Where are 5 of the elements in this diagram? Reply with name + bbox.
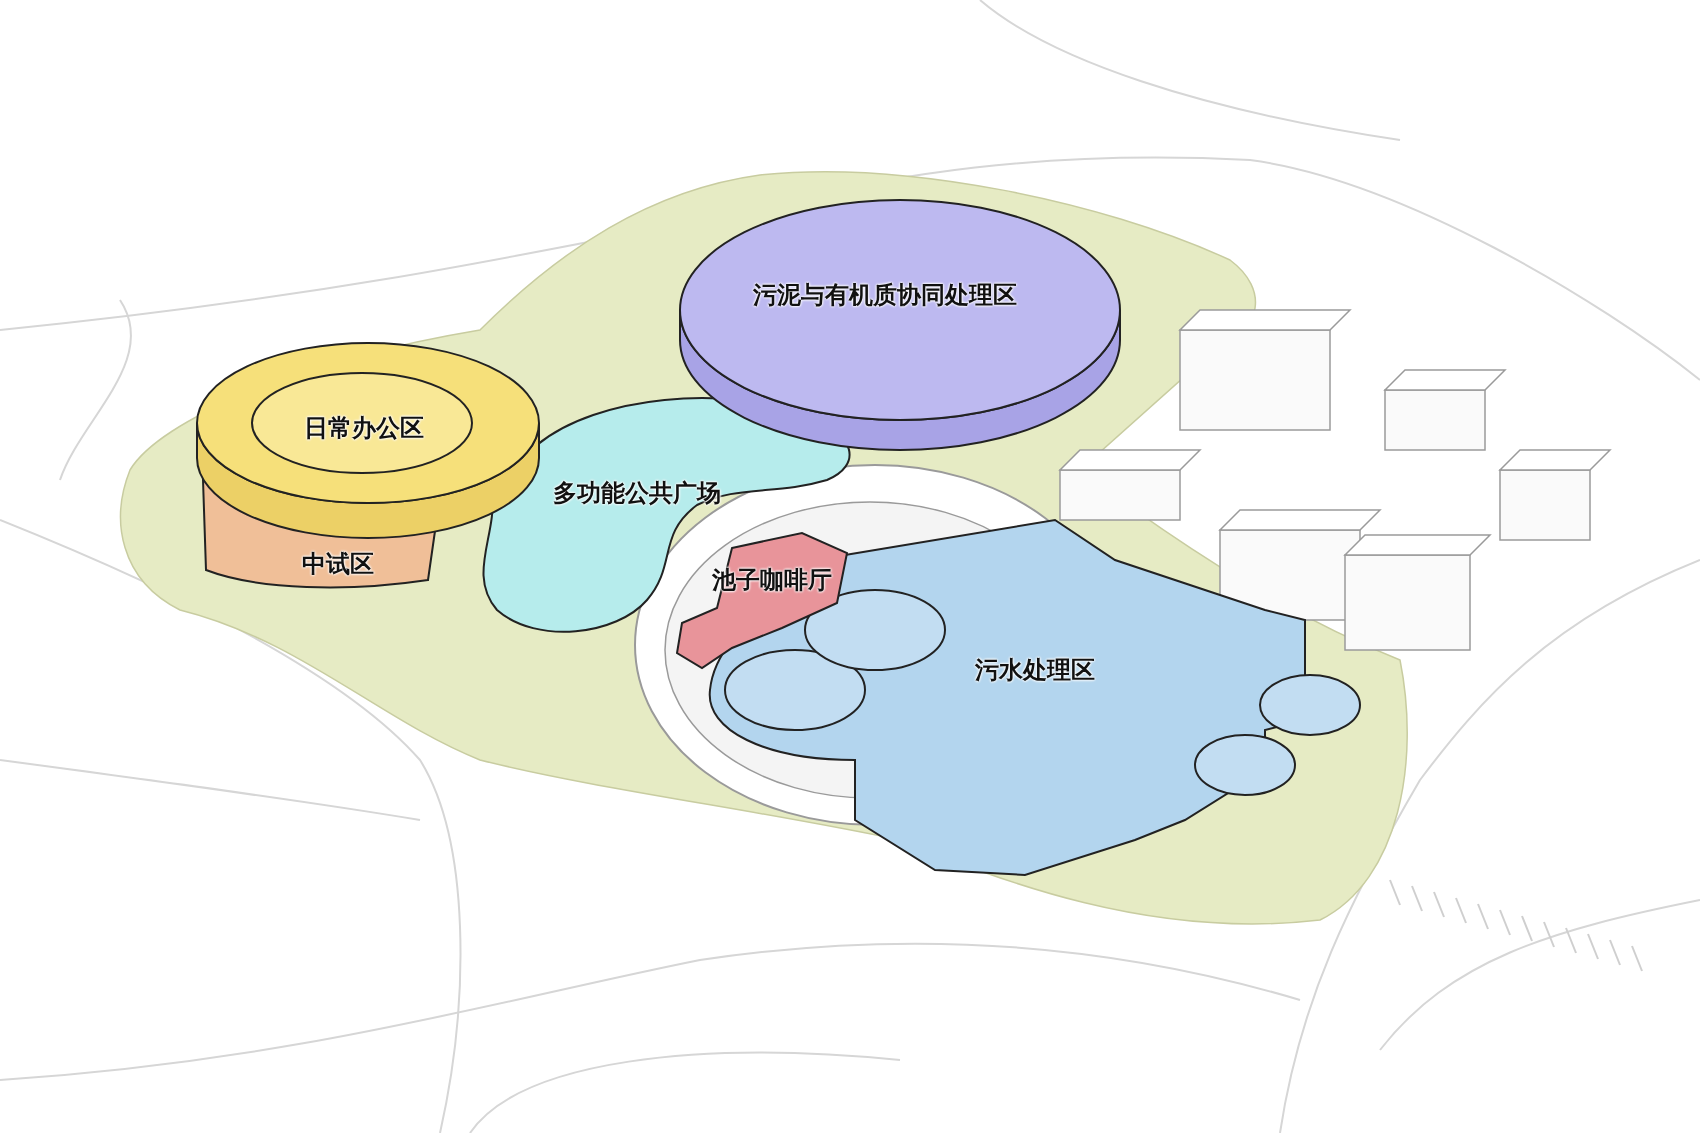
zone-label: 污泥与有机质协同处理区 (753, 281, 1017, 309)
zone-label: 多功能公共广场 (553, 479, 721, 507)
zone-label: 日常办公区 (304, 414, 424, 442)
zone-label: 中试区 (302, 550, 374, 578)
zone-label: 污水处理区 (975, 656, 1095, 684)
